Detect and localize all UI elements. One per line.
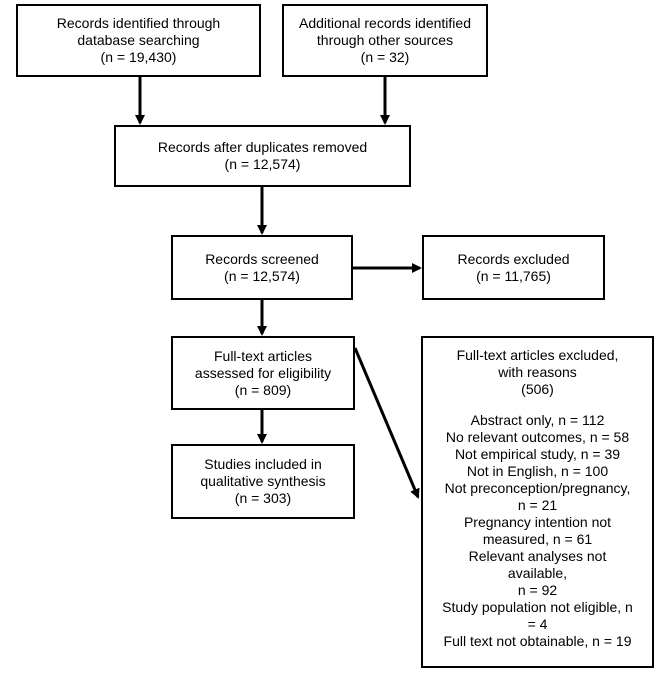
studies-included-text: qualitative synthesis xyxy=(200,473,326,489)
duplicates-removed-count: (n = 12,574) xyxy=(224,156,301,172)
records-excluded-count: (n = 11,765) xyxy=(476,267,551,284)
records-screened-text: Records screened xyxy=(205,250,319,267)
additional-records-text: through other sources xyxy=(316,32,454,48)
exclusion-reason: Not preconception/pregnancy, xyxy=(444,480,631,496)
records-screened-box: Records screened (n = 12,574) xyxy=(171,235,353,300)
studies-included-count: (n = 303) xyxy=(234,490,292,506)
exclusion-reason: Not empirical study, n = 39 xyxy=(454,446,621,462)
studies-included-box: Studies included in qualitative synthesi… xyxy=(171,444,355,519)
duplicates-removed-box: Records after duplicates removed (n = 12… xyxy=(114,125,411,187)
arrow-fulltext-to-excluded xyxy=(353,347,420,499)
records-identified-database-text: database searching xyxy=(77,32,200,48)
records-identified-database-count: (n = 19,430) xyxy=(100,49,177,65)
records-excluded-box: Records excluded (n = 11,765) xyxy=(422,235,605,300)
fulltext-excluded-box: Full-text articles excluded, with reason… xyxy=(421,336,654,668)
fulltext-assessed-count: (n = 809) xyxy=(234,381,292,398)
duplicates-removed-text: Records after duplicates removed xyxy=(157,139,368,155)
exclusion-reason: n = 21 xyxy=(517,497,558,513)
exclusion-reason: No relevant outcomes, n = 58 xyxy=(445,429,630,445)
exclusion-reason: = 4 xyxy=(527,616,548,632)
exclusion-reason: Abstract only, n = 112 xyxy=(470,412,605,428)
exclusion-reason: measured, n = 61 xyxy=(482,531,593,547)
fulltext-assessed-box: Full-text articles assessed for eligibil… xyxy=(171,336,355,410)
fulltext-excluded-header: with reasons xyxy=(498,364,577,380)
records-excluded-text: Records excluded xyxy=(457,250,570,267)
exclusion-reason: Full text not obtainable, n = 19 xyxy=(443,633,632,649)
exclusion-reason: available, xyxy=(507,565,568,581)
records-identified-database-text: Records identified through xyxy=(56,15,221,31)
exclusion-reason: Relevant analyses not xyxy=(468,548,607,564)
exclusion-reason: Pregnancy intention not xyxy=(463,514,612,530)
records-screened-count: (n = 12,574) xyxy=(224,267,300,284)
exclusion-reason: n = 92 xyxy=(517,582,558,598)
fulltext-assessed-text: Full-text articles xyxy=(213,347,313,364)
fulltext-excluded-count: (506) xyxy=(521,381,554,397)
additional-records-text: Additional records identified xyxy=(299,15,471,31)
additional-records-count: (n = 32) xyxy=(360,49,410,65)
records-identified-database-box: Records identified through database sear… xyxy=(16,4,261,77)
fulltext-excluded-header: Full-text articles excluded, xyxy=(456,347,619,363)
fulltext-assessed-text: assessed for eligibility xyxy=(194,364,332,381)
exclusion-reason: Study population not eligible, n xyxy=(442,599,633,615)
additional-records-box: Additional records identified through ot… xyxy=(282,4,488,77)
studies-included-text: Studies included in xyxy=(204,456,322,472)
exclusion-reason: Not in English, n = 100 xyxy=(466,463,609,479)
